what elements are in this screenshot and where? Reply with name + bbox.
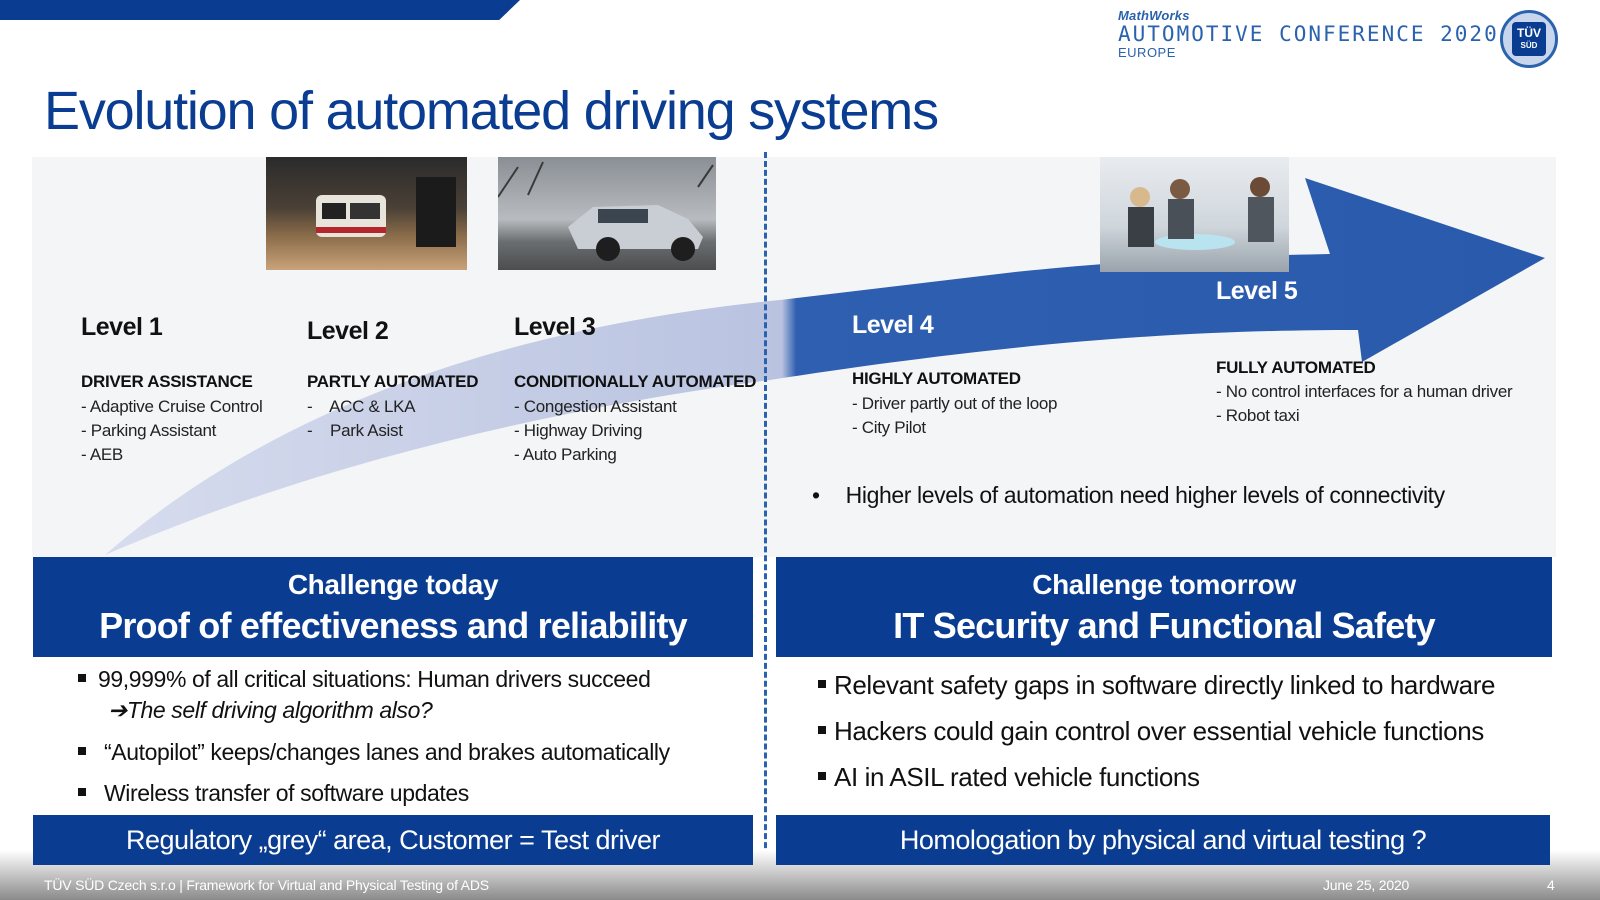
- right-bullet-1-text: Relevant safety gaps in software directl…: [834, 670, 1496, 700]
- left-bullet-1: 99,999% of all critical situations: Huma…: [78, 666, 651, 693]
- footer-text: TÜV SÜD Czech s.r.o | Framework for Virt…: [44, 877, 489, 893]
- list-item: - Highway Driving: [514, 421, 643, 440]
- left-bullet-1-followup-text: The self driving algorithm also?: [126, 697, 433, 723]
- list-item: - ACC & LKA: [307, 397, 416, 416]
- level-5-title: FULLY AUTOMATED: [1216, 358, 1376, 377]
- left-bullet-3-text: Wireless transfer of software updates: [104, 780, 469, 806]
- right-bullet-3: AI in ASIL rated vehicle functions: [818, 762, 1200, 793]
- list-item: - Robot taxi: [1216, 406, 1300, 425]
- car-photo: [498, 157, 716, 270]
- left-bullet-2-text: “Autopilot” keeps/changes lanes and brak…: [104, 739, 670, 765]
- square-bullet-icon: [818, 680, 826, 689]
- level-5-items: - No control interfaces for a human driv…: [1216, 380, 1513, 428]
- list-item: - Parking Assistant: [81, 421, 217, 440]
- level-1-items: - Adaptive Cruise Control - Parking Assi…: [81, 395, 263, 467]
- conference-region: EUROPE: [1118, 45, 1176, 60]
- challenge-today-sub: Challenge today: [287, 569, 499, 600]
- regulatory-box: Regulatory „grey“ area, Customer = Test …: [33, 815, 753, 865]
- list-item: - City Pilot: [852, 418, 926, 437]
- homologation-box: Homologation by physical and virtual tes…: [776, 815, 1550, 865]
- square-bullet-icon: [818, 726, 826, 735]
- right-bullet-3-text: AI in ASIL rated vehicle functions: [834, 762, 1200, 792]
- robotaxi-interior-photo: [1100, 157, 1289, 272]
- level-2-label: Level 2: [307, 317, 389, 345]
- list-item: - AEB: [81, 445, 123, 464]
- conference-name: AUTOMOTIVE CONFERENCE 2020: [1118, 22, 1499, 46]
- level-4-items: - Driver partly out of the loop - City P…: [852, 392, 1057, 440]
- square-bullet-icon: [78, 787, 86, 796]
- left-bullet-1-followup: ➔The self driving algorithm also?: [108, 697, 433, 724]
- right-arrow-icon: ➔: [108, 697, 127, 723]
- level-2-items: - ACC & LKA - Park Asist: [307, 395, 416, 443]
- challenge-tomorrow-sub: Challenge tomorrow: [1032, 569, 1296, 600]
- square-bullet-icon: [78, 746, 86, 755]
- level-4-title: HIGHLY AUTOMATED: [852, 369, 1021, 388]
- square-bullet-icon: [78, 673, 86, 682]
- header-accent-bar: [0, 0, 520, 20]
- footer-date: June 25, 2020: [1323, 877, 1410, 893]
- connectivity-note-text: Higher levels of automation need higher …: [845, 482, 1446, 508]
- challenge-today-head: Proof of effectiveness and reliability: [99, 605, 688, 646]
- list-item: - Congestion Assistant: [514, 397, 677, 416]
- challenge-tomorrow-box: Challenge tomorrow IT Security and Funct…: [776, 557, 1552, 657]
- level-3-label: Level 3: [514, 313, 596, 341]
- left-bullet-2: “Autopilot” keeps/changes lanes and brak…: [78, 739, 670, 766]
- level-1-label: Level 1: [81, 313, 163, 341]
- list-item: - Driver partly out of the loop: [852, 394, 1058, 413]
- level-5-label: Level 5: [1216, 277, 1298, 305]
- shuttle-photo: [266, 157, 467, 270]
- level-3-items: - Congestion Assistant - Highway Driving…: [514, 395, 677, 467]
- right-bullet-1: Relevant safety gaps in software directl…: [818, 670, 1495, 701]
- conference-logo: MathWorks AUTOMOTIVE CONFERENCE 2020 EUR…: [1118, 8, 1499, 60]
- tuv-logo-top: TÜV: [1517, 25, 1541, 40]
- level-2-title: PARTLY AUTOMATED: [307, 372, 479, 391]
- list-item: - Park Asist: [307, 421, 403, 440]
- conference-brand: MathWorks: [1118, 8, 1190, 23]
- right-bullet-2: Hackers could gain control over essentia…: [818, 716, 1484, 747]
- list-item: - Adaptive Cruise Control: [81, 397, 263, 416]
- bullet-dot-icon: •: [812, 482, 820, 508]
- left-bullet-3: Wireless transfer of software updates: [78, 780, 469, 807]
- challenge-tomorrow-head: IT Security and Functional Safety: [893, 605, 1436, 646]
- right-bullet-2-text: Hackers could gain control over essentia…: [834, 716, 1484, 746]
- level-4-label: Level 4: [852, 311, 934, 339]
- section-divider: [764, 152, 767, 866]
- slide-title: Evolution of automated driving systems: [44, 81, 939, 141]
- level-1-title: DRIVER ASSISTANCE: [81, 372, 253, 391]
- tuv-logo-bottom: SÜD: [1520, 40, 1538, 50]
- list-item: - Auto Parking: [514, 445, 617, 464]
- challenge-today-box: Challenge today Proof of effectiveness a…: [33, 557, 753, 657]
- connectivity-note: • Higher levels of automation need higher…: [812, 482, 1445, 509]
- level-3-title: CONDITIONALLY AUTOMATED: [514, 372, 757, 391]
- left-bullet-1-text: 99,999% of all critical situations: Huma…: [98, 666, 651, 692]
- list-item: - No control interfaces for a human driv…: [1216, 382, 1513, 401]
- page-number: 4: [1547, 877, 1555, 893]
- square-bullet-icon: [818, 772, 826, 781]
